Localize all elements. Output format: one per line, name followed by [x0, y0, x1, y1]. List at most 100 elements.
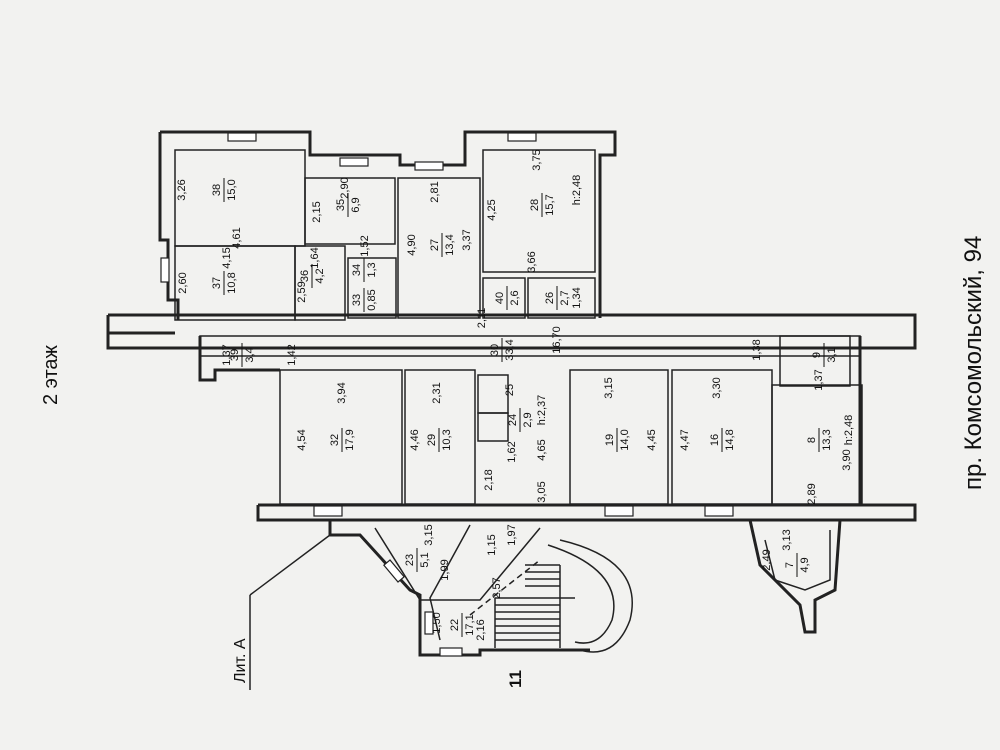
room-number: 26	[544, 292, 556, 304]
dimension-d-4-46: 4,46	[409, 429, 421, 450]
room-area: 14,0	[619, 429, 631, 450]
room-number: 37	[211, 277, 223, 289]
dimension-d-2-59: 2,59	[296, 281, 308, 302]
dimension-d-h248a: h:2,48	[571, 175, 583, 206]
liter-label: Лит. А	[232, 638, 249, 683]
dimension-d-1-42: 1,42	[286, 344, 298, 365]
room-number: 29	[426, 434, 438, 446]
room-number: 28	[529, 199, 541, 211]
room-area: 15,7	[544, 194, 556, 215]
room-number: 39	[229, 349, 241, 361]
dimension-d-1-99: 1,99	[439, 559, 451, 580]
dimension-d-1-37a: 1,37	[221, 344, 233, 365]
dimension-d-4-65: 4,65	[536, 439, 548, 460]
room-number: 7	[784, 562, 796, 568]
dimension-d-16-70: 16,70	[551, 326, 563, 354]
dimension-d-3-05: 3,05	[536, 481, 548, 502]
address-label: пр. Комсомольский, 94	[960, 235, 987, 490]
room-area: 2,7	[559, 290, 571, 305]
dimension-d-h237: h:2,37	[536, 395, 548, 426]
room-number: 19	[604, 434, 616, 446]
room-number: 35	[335, 199, 347, 211]
dimension-d-1-97: 1,97	[506, 524, 518, 545]
room-number: 40	[494, 292, 506, 304]
dimension-d-2-81: 2,81	[429, 181, 441, 202]
dimension-d-4-15: 4,15	[221, 247, 233, 268]
dimension-d-1-38: 1,38	[751, 339, 763, 360]
dimension-d-1-50: 1,50	[431, 612, 443, 633]
dimension-d-4-45: 4,45	[646, 429, 658, 450]
room-number: 38	[211, 184, 223, 196]
room-number: 27	[429, 239, 441, 251]
dimension-d-4-61: 4,61	[231, 227, 243, 248]
dimension-d-1-52: 1,52	[359, 235, 371, 256]
room-area: 4,9	[799, 557, 811, 572]
dimension-d-2-90: 2,90	[339, 177, 351, 198]
dimension-d-3-26: 3,26	[176, 179, 188, 200]
dimension-d-2-49: 2,49	[761, 549, 773, 570]
room-area: 13,4	[444, 234, 456, 255]
dimension-d-1-37b: 1,37	[813, 369, 825, 390]
room-area: 15,0	[226, 179, 238, 200]
dimension-d-1-62: 1,62	[506, 441, 518, 462]
dimension-d-3-15b: 3,15	[423, 524, 435, 545]
room-number: 30	[489, 344, 501, 356]
dimension-d-4-25: 4,25	[486, 199, 498, 220]
room-number: 8	[806, 437, 818, 443]
dimension-d-1-64: 1,64	[309, 247, 321, 268]
room-area: 10,3	[441, 429, 453, 450]
dimension-d-2-18: 2,18	[483, 469, 495, 490]
dimension-d-2-31: 2,31	[431, 382, 443, 403]
room-number: 33	[351, 294, 363, 306]
room-number: 16	[709, 434, 721, 446]
room-area: 3,4	[244, 347, 256, 362]
stair-treads	[469, 559, 575, 648]
room-number: 32	[329, 434, 341, 446]
windows	[160, 132, 734, 657]
room-area: 14,8	[724, 429, 736, 450]
room-area: 17,9	[344, 429, 356, 450]
floor-label: 2 этаж	[40, 345, 62, 405]
room-area: 33,4	[504, 339, 516, 360]
dimension-d-3-75: 3,75	[531, 149, 543, 170]
room-25: 25	[504, 384, 516, 396]
dimension-d-3-15a: 3,15	[603, 377, 615, 398]
dimension-d-2-57: 2,57	[491, 577, 503, 598]
room-area: 2,6	[509, 290, 521, 305]
dimension-d-3-37: 3,37	[461, 229, 473, 250]
dimension-d-2-11: 2,11	[476, 308, 488, 329]
room-area: 4,2	[314, 268, 326, 283]
walls	[106, 130, 917, 690]
dimension-d-2-60: 2,60	[177, 272, 189, 293]
dimension-d-3-66: 3,66	[526, 251, 538, 272]
dimension-d-3-30: 3,30	[711, 377, 723, 398]
dimension-d-h248b: h:2,48	[843, 415, 855, 446]
room-area: 13,3	[821, 429, 833, 450]
room-area: 1,3	[366, 262, 378, 277]
room-area: 0,85	[366, 289, 378, 310]
dimension-d-2-16: 2,16	[475, 619, 487, 640]
room-number: 23	[404, 554, 416, 566]
room-number: 22	[449, 619, 461, 631]
room-area: 6,9	[350, 197, 362, 212]
